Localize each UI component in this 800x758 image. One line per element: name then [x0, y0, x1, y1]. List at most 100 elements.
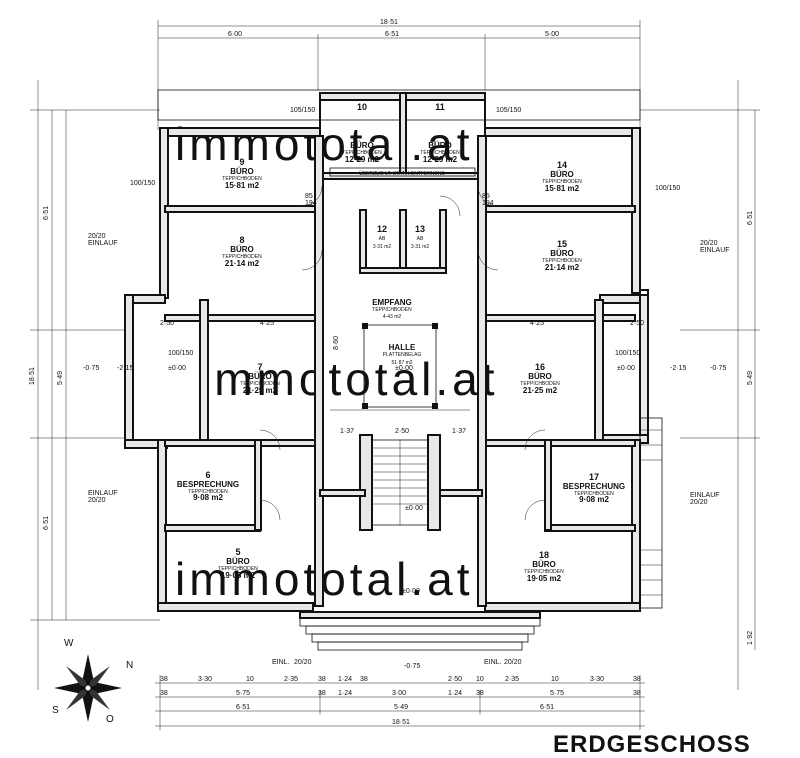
svg-text:TEPPICHBODEN: TEPPICHBODEN: [420, 150, 460, 156]
svg-text:13: 13: [415, 224, 425, 234]
svg-text:TEPPICHBODEN: TEPPICHBODEN: [240, 381, 280, 387]
svg-text:85: 85: [305, 193, 313, 200]
level-entrance: ±0·00: [402, 588, 420, 595]
svg-text:18·51: 18·51: [392, 719, 410, 726]
room-5: 5 BÜRO TEPPICHBODEN 19·05 m2: [218, 547, 258, 580]
compass-o: O: [106, 714, 114, 725]
level-right-215: -2·15: [670, 365, 686, 372]
svg-text:38: 38: [160, 690, 168, 697]
level-room7: ±0·00: [168, 365, 186, 372]
room-7: 7 BÜRO TEPPICHBODEN 21·25 m2: [240, 362, 280, 395]
svg-text:3·31 m2: 3·31 m2: [373, 244, 392, 250]
svg-text:BÜRO: BÜRO: [350, 141, 374, 150]
dim-right-mid: 5·49: [747, 371, 754, 385]
svg-text:PLATTENBELAG: PLATTENBELAG: [383, 352, 422, 358]
dim-top-right: 5·00: [545, 31, 559, 38]
compass-rose: [54, 654, 122, 722]
svg-text:TEPPICHBODEN: TEPPICHBODEN: [188, 489, 228, 495]
svg-text:20/20: 20/20: [690, 499, 708, 506]
dim-right-bot: 1·92: [747, 631, 754, 645]
svg-text:BÜRO: BÜRO: [428, 141, 452, 150]
svg-text:9·08 m2: 9·08 m2: [193, 493, 223, 502]
svg-text:12·29 m2: 12·29 m2: [423, 155, 458, 164]
right-dimensions: 6·51 5·49 1·92: [640, 80, 760, 690]
svg-text:1·24: 1·24: [338, 676, 352, 683]
svg-text:19·05 m2: 19·05 m2: [221, 571, 256, 580]
compass-w: W: [64, 638, 74, 649]
level-left-075: -0·75: [83, 365, 99, 372]
svg-text:5·49: 5·49: [394, 704, 408, 711]
top-dimensions: 18·51 6·00 6·51 5·00: [157, 19, 641, 130]
svg-text:38: 38: [633, 676, 641, 683]
svg-text:1·24: 1·24: [448, 690, 462, 697]
room-15: 15 BÜRO TEPPICHBODEN 21·14 m2: [542, 239, 582, 272]
right-ramp: [639, 417, 663, 609]
svg-text:100/150: 100/150: [655, 185, 680, 192]
svg-text:5: 5: [235, 547, 240, 557]
dim-left-lower: 6·51: [43, 516, 50, 530]
svg-text:BESPRECHUNG: BESPRECHUNG: [177, 480, 239, 489]
svg-text:20/20: 20/20: [700, 240, 718, 247]
svg-text:2·50: 2·50: [630, 320, 644, 327]
svg-text:5·75: 5·75: [236, 690, 250, 697]
svg-text:AB: AB: [379, 236, 386, 242]
svg-text:6·51: 6·51: [236, 704, 250, 711]
svg-text:2·35: 2·35: [505, 676, 519, 683]
drain-labels: 20/20 EINLAUF EINLAUF 20/20 20/20 EINLAU…: [88, 233, 730, 666]
svg-text:HALLE: HALLE: [389, 343, 416, 352]
svg-text:10: 10: [246, 676, 254, 683]
svg-text:BÜRO: BÜRO: [550, 170, 574, 179]
beam-band: [329, 167, 476, 177]
svg-text:12·29 m2: 12·29 m2: [345, 155, 380, 164]
svg-text:2·50: 2·50: [160, 320, 174, 327]
svg-text:EINLAUF: EINLAUF: [88, 240, 118, 247]
svg-text:EINLAUF: EINLAUF: [700, 247, 730, 254]
room-empfang: EMPFANG TEPPICHBODEN 4·43 m2: [372, 298, 412, 320]
svg-text:BÜRO: BÜRO: [230, 245, 254, 254]
staircase: [371, 439, 429, 526]
svg-text:17: 17: [589, 472, 599, 482]
svg-text:8·60: 8·60: [333, 336, 340, 350]
svg-text:38: 38: [360, 676, 368, 683]
svg-text:1·24: 1·24: [338, 690, 352, 697]
svg-text:21·25 m2: 21·25 m2: [523, 386, 558, 395]
svg-text:3·30: 3·30: [590, 676, 604, 683]
svg-text:TEPPICHBODEN: TEPPICHBODEN: [222, 254, 262, 260]
svg-text:6: 6: [205, 470, 210, 480]
bottom-dimensions: 38 3·30 10 2·35 38 1·24 38 2·50 10 2·35 …: [155, 675, 645, 730]
svg-text:BÜRO: BÜRO: [532, 560, 556, 569]
svg-text:10: 10: [476, 676, 484, 683]
svg-text:38: 38: [160, 676, 168, 683]
svg-text:20/20: 20/20: [88, 233, 106, 240]
svg-text:85: 85: [482, 193, 490, 200]
svg-text:51·87 m2: 51·87 m2: [391, 360, 412, 366]
svg-text:TEPPICHBODEN: TEPPICHBODEN: [524, 569, 564, 575]
dim-left-total: 18·51: [29, 367, 36, 385]
room-6: 6 BESPRECHUNG TEPPICHBODEN 9·08 m2: [177, 470, 239, 502]
svg-text:4·25: 4·25: [260, 320, 274, 327]
svg-text:21·14 m2: 21·14 m2: [545, 263, 580, 272]
level-markers: ±0·00 ±0·00 ±0·00 -0·75 -0·75 -2·15 -0·7…: [83, 365, 726, 670]
compass-s: S: [52, 705, 59, 716]
svg-text:9: 9: [239, 157, 244, 167]
svg-text:3·31 m2: 3·31 m2: [411, 244, 430, 250]
level-right-075: -0·75: [710, 365, 726, 372]
interior-walls: [164, 92, 636, 607]
svg-text:TEPPICHBODEN: TEPPICHBODEN: [574, 491, 614, 497]
room-18: 18 BÜRO TEPPICHBODEN 19·05 m2: [524, 550, 564, 583]
svg-text:194: 194: [482, 200, 494, 207]
dim-right-upper: 6·51: [747, 211, 754, 225]
svg-text:20/20: 20/20: [88, 497, 106, 504]
svg-text:TEPPICHBODEN: TEPPICHBODEN: [520, 381, 560, 387]
dim-left-mid: 5·49: [57, 371, 64, 385]
svg-text:14: 14: [557, 160, 567, 170]
svg-text:38: 38: [318, 676, 326, 683]
svg-text:TEPPICHBODEN: TEPPICHBODEN: [222, 176, 262, 182]
svg-text:16: 16: [535, 362, 545, 372]
room-14: 14 BÜRO TEPPICHBODEN 15·81 m2: [542, 160, 582, 193]
svg-text:BÜRO: BÜRO: [550, 249, 574, 258]
svg-text:18: 18: [539, 550, 549, 560]
svg-text:105/150: 105/150: [290, 107, 315, 114]
svg-text:12: 12: [377, 224, 387, 234]
level-left-215: -2·15: [117, 365, 133, 372]
